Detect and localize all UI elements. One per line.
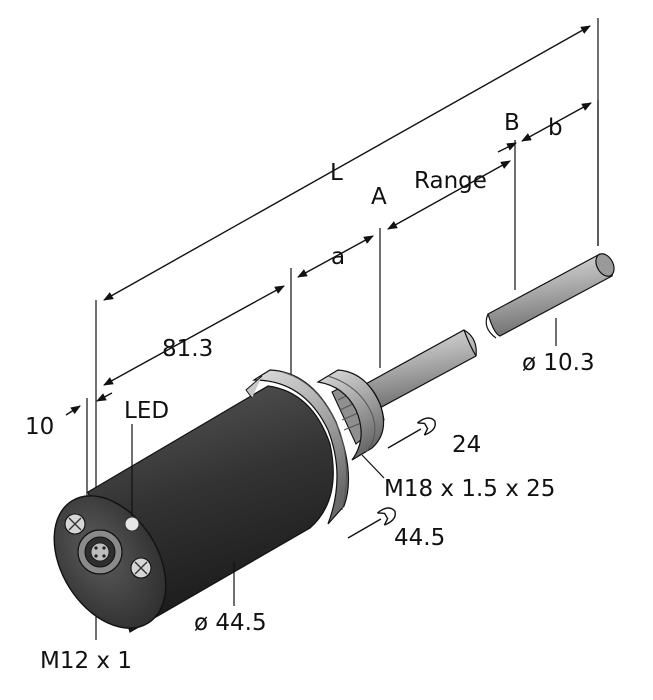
probe-tube-far: [485, 253, 615, 339]
label-10: 10: [25, 414, 54, 440]
label-m12: M12 x 1: [40, 648, 132, 674]
dim-line-a: [297, 235, 374, 278]
label-dia-10-3: ø 10.3: [522, 350, 595, 376]
dim-line-10-right: [96, 392, 113, 402]
leader-lines: [131, 318, 557, 606]
wrench-icon: [347, 507, 396, 539]
face-screw-top: [64, 513, 86, 535]
dim-line-10: [65, 405, 81, 416]
label-thread-m18: M18 x 1.5 x 25: [384, 476, 555, 502]
nut-24: [316, 369, 385, 461]
dim-line-81-3: [103, 285, 285, 386]
face-screw-bottom: [130, 557, 152, 579]
wrench-icon: [387, 417, 436, 449]
dim-line-range: [387, 160, 511, 230]
label-a: a: [331, 244, 345, 270]
dim-line-B: [497, 142, 517, 153]
label-dia-44-5: ø 44.5: [194, 610, 267, 636]
label-led: LED: [124, 398, 169, 424]
probe-tube-near: [361, 329, 477, 411]
dim-line-L: [103, 25, 591, 301]
led-indicator: [124, 516, 140, 532]
label-81-3: 81.3: [162, 336, 213, 362]
nut-44-5: [245, 369, 350, 525]
label-range: Range: [414, 168, 487, 194]
label-L: L: [330, 160, 343, 186]
label-wrench-24: 24: [452, 432, 481, 458]
dimension-lines: [65, 25, 592, 416]
label-A: A: [371, 184, 387, 210]
label-B: B: [504, 110, 520, 136]
m12-connector: [77, 529, 123, 575]
label-wrench-44-5: 44.5: [394, 525, 445, 551]
dim-line-b: [521, 102, 592, 142]
label-b: b: [548, 115, 563, 141]
